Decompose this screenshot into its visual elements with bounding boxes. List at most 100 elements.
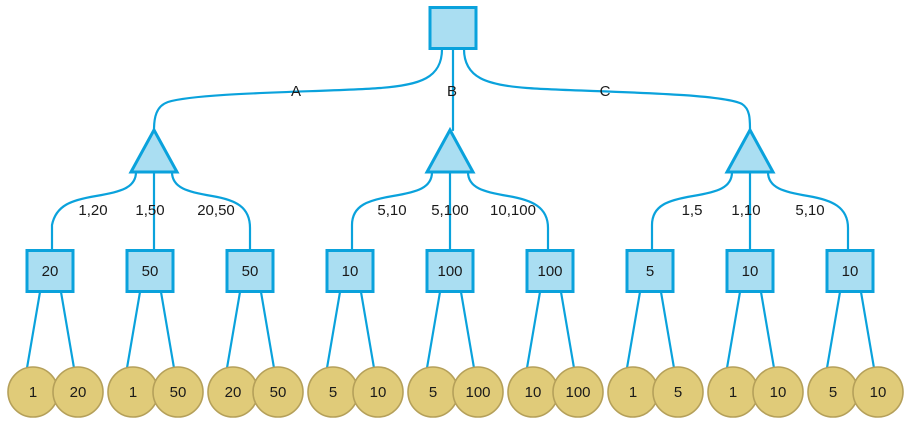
- node-value-label: 5: [646, 263, 654, 280]
- mid-decision-node-5[interactable]: 100: [525, 249, 575, 293]
- edge-mid-to-leaf-15: [759, 290, 776, 370]
- edge-mid-to-leaf-17: [859, 290, 876, 370]
- leaf-circle-shape: [552, 366, 604, 418]
- decision-square-shape: [125, 249, 175, 293]
- decision-square-shape: [25, 249, 75, 293]
- leaf-node-11[interactable]: 100: [552, 366, 604, 418]
- edge-mid-to-leaf-1: [59, 290, 76, 370]
- chance-triangle-shape: [128, 126, 180, 174]
- edge-mid-to-leaf-16: [825, 290, 842, 370]
- leaf-value-label: 1: [129, 384, 137, 401]
- leaf-value-label: 10: [870, 384, 887, 401]
- mid-edge-label-4: 5,100: [431, 202, 469, 219]
- mid-decision-node-2[interactable]: 50: [225, 249, 275, 293]
- node-value-label: 50: [142, 263, 159, 280]
- leaf-node-10[interactable]: 10: [507, 366, 559, 418]
- leaf-edges-group: [25, 290, 876, 370]
- edge-mid-to-leaf-5: [259, 290, 276, 370]
- leaf-node-3[interactable]: 50: [152, 366, 204, 418]
- leaf-node-1[interactable]: 20: [52, 366, 104, 418]
- edge-mid-to-leaf-14: [725, 290, 742, 370]
- decision-square-shape: [725, 249, 775, 293]
- mid-edge-label-3: 5,10: [377, 202, 406, 219]
- decision-square-shape: [325, 249, 375, 293]
- leaf-value-label: 5: [429, 384, 437, 401]
- leaf-node-17[interactable]: 10: [852, 366, 904, 418]
- leaf-node-6[interactable]: 5: [307, 366, 359, 418]
- leaf-value-label: 1: [629, 384, 637, 401]
- edge-mid-to-leaf-9: [459, 290, 476, 370]
- edge-mid-to-leaf-8: [425, 290, 442, 370]
- root-node-group[interactable]: [428, 6, 478, 50]
- edge-mid-to-leaf-10: [525, 290, 542, 370]
- leaf-node-16[interactable]: 5: [807, 366, 859, 418]
- mid-decision-node-1[interactable]: 50: [125, 249, 175, 293]
- leaf-circle-shape: [252, 366, 304, 418]
- mid-decision-node-3[interactable]: 10: [325, 249, 375, 293]
- leaf-node-13[interactable]: 5: [652, 366, 704, 418]
- mid-edge-label-7: 1,10: [731, 202, 760, 219]
- root-edge-label-0: A: [291, 83, 301, 100]
- leaf-node-4[interactable]: 20: [207, 366, 259, 418]
- leaf-node-2[interactable]: 1: [107, 366, 159, 418]
- edge-mid-to-leaf-13: [659, 290, 676, 370]
- edge-mid-to-leaf-2: [125, 290, 142, 370]
- mid-decision-node-4[interactable]: 100: [425, 249, 475, 293]
- leaf-value-label: 5: [329, 384, 337, 401]
- decision-square-shape: [425, 249, 475, 293]
- leaf-value-label: 10: [770, 384, 787, 401]
- edge-chance-to-mid-6: [650, 170, 734, 252]
- node-value-label: 100: [537, 263, 562, 280]
- leaf-value-label: 20: [225, 384, 242, 401]
- leaf-node-9[interactable]: 100: [452, 366, 504, 418]
- mid-decision-node-7[interactable]: 10: [725, 249, 775, 293]
- leaf-node-8[interactable]: 5: [407, 366, 459, 418]
- mid-edge-label-2: 20,50: [197, 202, 235, 219]
- leaf-circle-shape: [152, 366, 204, 418]
- mid-decision-node-8[interactable]: 10: [825, 249, 875, 293]
- chance-node-2[interactable]: [724, 126, 776, 174]
- chance-node-1[interactable]: [424, 126, 476, 174]
- leaf-circle-shape: [452, 366, 504, 418]
- leaf-value-label: 5: [829, 384, 837, 401]
- leaf-node-7[interactable]: 10: [352, 366, 404, 418]
- mid-edge-label-6: 1,5: [682, 202, 703, 219]
- root-edge-label-2: C: [600, 83, 611, 100]
- decision-square-shape: [825, 249, 875, 293]
- edge-chance-to-mid-2: [170, 170, 252, 252]
- mid-edge-label-1: 1,50: [135, 202, 164, 219]
- leaf-node-14[interactable]: 1: [707, 366, 759, 418]
- edge-mid-to-leaf-4: [225, 290, 242, 370]
- mid-edge-label-8: 5,10: [795, 202, 824, 219]
- mid-nodes-group[interactable]: 20 50 50 10 100 100 5 10 10: [25, 249, 875, 293]
- edge-mid-to-leaf-12: [625, 290, 642, 370]
- decision-square-shape: [225, 249, 275, 293]
- leaf-circle-shape: [852, 366, 904, 418]
- edge-mid-to-leaf-3: [159, 290, 176, 370]
- leaf-node-0[interactable]: 1: [7, 366, 59, 418]
- leaf-value-label: 10: [525, 384, 542, 401]
- mid-decision-node-6[interactable]: 5: [625, 249, 675, 293]
- leaf-circle-shape: [352, 366, 404, 418]
- edge-mid-to-leaf-6: [325, 290, 342, 370]
- leaf-node-12[interactable]: 1: [607, 366, 659, 418]
- decision-square-shape: [525, 249, 575, 293]
- node-value-label: 10: [842, 263, 859, 280]
- leaf-value-label: 100: [565, 384, 590, 401]
- leaf-value-label: 20: [70, 384, 87, 401]
- edge-chance-to-mid-0: [50, 170, 138, 252]
- leaf-node-15[interactable]: 10: [752, 366, 804, 418]
- root-decision-node[interactable]: [428, 6, 478, 50]
- node-value-label: 20: [42, 263, 59, 280]
- chance-triangle-shape: [724, 126, 776, 174]
- node-value-label: 100: [437, 263, 462, 280]
- mid-edge-label-0: 1,20: [78, 202, 107, 219]
- mid-decision-node-0[interactable]: 20: [25, 249, 75, 293]
- leaf-node-5[interactable]: 50: [252, 366, 304, 418]
- chance-nodes-group[interactable]: [128, 126, 776, 174]
- leaf-circle-shape: [52, 366, 104, 418]
- chance-node-0[interactable]: [128, 126, 180, 174]
